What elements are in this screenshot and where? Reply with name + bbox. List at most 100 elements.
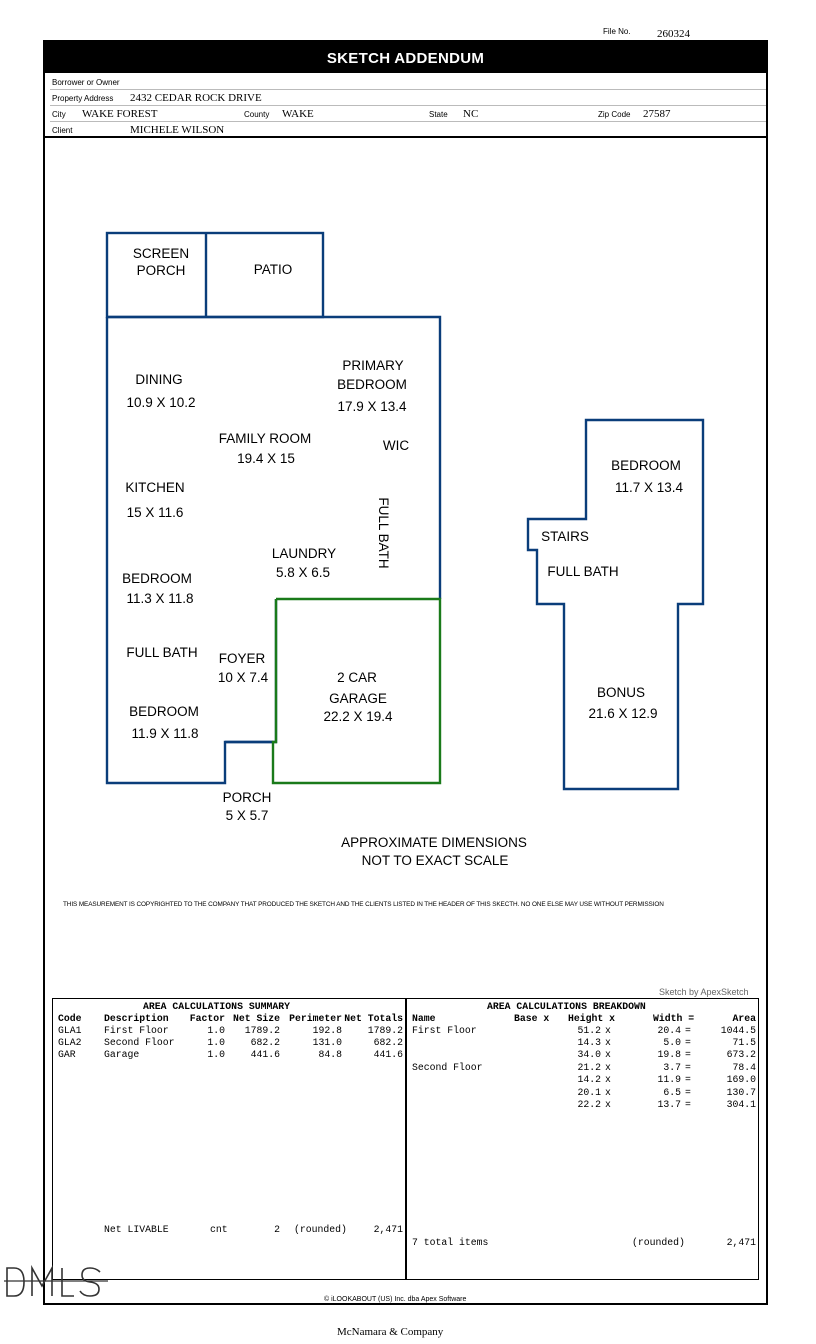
wic-label: WIC bbox=[383, 438, 409, 453]
garage-label-2: GARAGE bbox=[329, 691, 387, 706]
family-room-dimensions: 19.4 X 15 bbox=[237, 451, 295, 466]
summary-row-net-size: 682.2 bbox=[250, 1037, 280, 1048]
kitchen-dimensions: 15 X 11.6 bbox=[127, 505, 184, 520]
main-outline-top bbox=[107, 315, 442, 599]
laundry-dimensions: 5.8 X 6.5 bbox=[276, 565, 330, 580]
breakdown-row-area: 78.4 bbox=[732, 1062, 756, 1073]
summary-row-description: Second Floor bbox=[104, 1037, 175, 1048]
breakdown-title: AREA CALCULATIONS BREAKDOWN bbox=[487, 1001, 646, 1012]
laundry-label: LAUNDRY bbox=[272, 546, 336, 561]
breakdown-row-equals: = bbox=[685, 1087, 691, 1098]
not-to-scale-note: NOT TO EXACT SCALE bbox=[362, 853, 509, 868]
porch-label: PORCH bbox=[223, 790, 272, 805]
foyer-dimensions: 10 X 7.4 bbox=[218, 670, 269, 685]
breakdown-row-height: 14.2 bbox=[577, 1074, 601, 1085]
patio-label: PATIO bbox=[254, 262, 293, 277]
summary-header-perimeter: Perimeter bbox=[289, 1013, 342, 1024]
breakdown-row-width: 20.4 bbox=[657, 1025, 681, 1036]
breakdown-row-height: 22.2 bbox=[577, 1099, 601, 1110]
breakdown-row-width: 5.0 bbox=[663, 1037, 681, 1048]
kitchen-label: KITCHEN bbox=[125, 480, 184, 495]
summary-row-factor: 1.0 bbox=[207, 1049, 225, 1060]
addendum-frame: SKETCH ADDENDUM Borrower or Owner Proper… bbox=[43, 40, 768, 1305]
upstairs-bedroom-dimensions: 11.7 X 13.4 bbox=[615, 480, 684, 495]
summary-row-code: GLA1 bbox=[58, 1025, 82, 1036]
bedroom-b-dimensions: 11.9 X 11.8 bbox=[131, 726, 198, 741]
summary-title: AREA CALCULATIONS SUMMARY bbox=[143, 1001, 290, 1012]
summary-row-net-total: 682.2 bbox=[373, 1037, 403, 1048]
breakdown-row-height: 51.2 bbox=[577, 1025, 601, 1036]
screen-porch-label-2: PORCH bbox=[137, 263, 186, 278]
summary-row-perimeter: 84.8 bbox=[318, 1049, 342, 1060]
breakdown-row-area: 169.0 bbox=[726, 1074, 756, 1085]
breakdown-row-height: 34.0 bbox=[577, 1049, 601, 1060]
breakdown-header-height: Height x bbox=[568, 1013, 616, 1024]
primary-bedroom-label-2: BEDROOM bbox=[337, 377, 407, 392]
family-room-label: FAMILY ROOM bbox=[219, 431, 312, 446]
copyright-notice: THIS MEASUREMENT IS COPYRIGHTED TO THE C… bbox=[63, 901, 664, 908]
porch-dimensions: 5 X 5.7 bbox=[226, 808, 269, 823]
address-value: 2432 CEDAR ROCK DRIVE bbox=[130, 92, 262, 104]
header-row-city: City WAKE FOREST County WAKE State NC Zi… bbox=[50, 106, 766, 122]
mls-logo bbox=[4, 1264, 108, 1297]
full-bath-vertical-label: FULL BATH bbox=[376, 497, 391, 568]
breakdown-row-times: x bbox=[605, 1037, 611, 1048]
breakdown-header-width: Width = bbox=[653, 1013, 695, 1024]
breakdown-row-equals: = bbox=[685, 1099, 691, 1110]
summary-row-perimeter: 131.0 bbox=[312, 1037, 342, 1048]
header-divider bbox=[45, 136, 766, 138]
stairs-label: STAIRS bbox=[541, 529, 589, 544]
zip-value: 27587 bbox=[643, 108, 671, 120]
page-title: SKETCH ADDENDUM bbox=[45, 42, 766, 73]
bedroom-b-label: BEDROOM bbox=[129, 704, 199, 719]
breakdown-row-equals: = bbox=[685, 1062, 691, 1073]
summary-row-description: Garage bbox=[104, 1049, 140, 1060]
footer-company: McNamara & Company bbox=[337, 1326, 444, 1338]
garage-outline bbox=[271, 597, 442, 785]
calc-divider bbox=[405, 999, 407, 1279]
summary-header-code: Code bbox=[58, 1013, 82, 1024]
breakdown-header-base: Base x bbox=[514, 1013, 550, 1024]
breakdown-row-area: 673.2 bbox=[726, 1049, 756, 1060]
file-number-label: File No. bbox=[603, 27, 631, 36]
net-livable-total: 2,471 bbox=[373, 1224, 403, 1235]
breakdown-row-area: 304.1 bbox=[726, 1099, 756, 1110]
breakdown-total-label: 7 total items bbox=[412, 1237, 489, 1248]
state-label: State bbox=[429, 110, 448, 119]
city-value: WAKE FOREST bbox=[82, 108, 158, 120]
summary-row-code: GLA2 bbox=[58, 1037, 82, 1048]
breakdown-row-width: 6.5 bbox=[663, 1087, 681, 1098]
summary-header-net-size: Net Size bbox=[232, 1013, 280, 1024]
breakdown-row-times: x bbox=[605, 1049, 611, 1060]
bedroom-a-dimensions: 11.3 X 11.8 bbox=[126, 591, 193, 606]
summary-row-net-size: 441.6 bbox=[250, 1049, 280, 1060]
first-floor-outline bbox=[105, 231, 442, 785]
breakdown-row-equals: = bbox=[685, 1025, 691, 1036]
breakdown-row-times: x bbox=[605, 1062, 611, 1073]
dining-label: DINING bbox=[135, 372, 182, 387]
summary-row-net-size: 1789.2 bbox=[244, 1025, 280, 1036]
breakdown-row-height: 21.2 bbox=[577, 1062, 601, 1073]
breakdown-row-area: 1044.5 bbox=[720, 1025, 756, 1036]
state-value: NC bbox=[463, 108, 479, 120]
summary-row-code: GAR bbox=[58, 1049, 76, 1060]
summary-header-net-totals: Net Totals bbox=[344, 1013, 403, 1024]
garage-dimensions: 22.2 X 19.4 bbox=[323, 709, 393, 724]
approx-dimensions-note: APPROXIMATE DIMENSIONS bbox=[341, 835, 527, 850]
net-livable-cnt: cnt bbox=[210, 1224, 228, 1235]
breakdown-row-width: 13.7 bbox=[657, 1099, 681, 1110]
summary-row-perimeter: 192.8 bbox=[312, 1025, 342, 1036]
primary-bedroom-label-1: PRIMARY bbox=[342, 358, 403, 373]
breakdown-row-width: 11.9 bbox=[657, 1074, 681, 1085]
summary-row-factor: 1.0 bbox=[207, 1025, 225, 1036]
net-livable-label: Net LIVABLE bbox=[104, 1224, 169, 1235]
bonus-dimensions: 21.6 X 12.9 bbox=[588, 706, 657, 721]
summary-header-factor: Factor bbox=[189, 1013, 225, 1024]
breakdown-total-rounded: (rounded) bbox=[632, 1237, 685, 1248]
breakdown-row-name: First Floor bbox=[412, 1025, 477, 1036]
net-livable-count: 2 bbox=[274, 1224, 280, 1235]
zip-label: Zip Code bbox=[598, 110, 631, 119]
breakdown-row-area: 130.7 bbox=[726, 1087, 756, 1098]
summary-row-net-total: 441.6 bbox=[373, 1049, 403, 1060]
client-label: Client bbox=[52, 126, 73, 135]
